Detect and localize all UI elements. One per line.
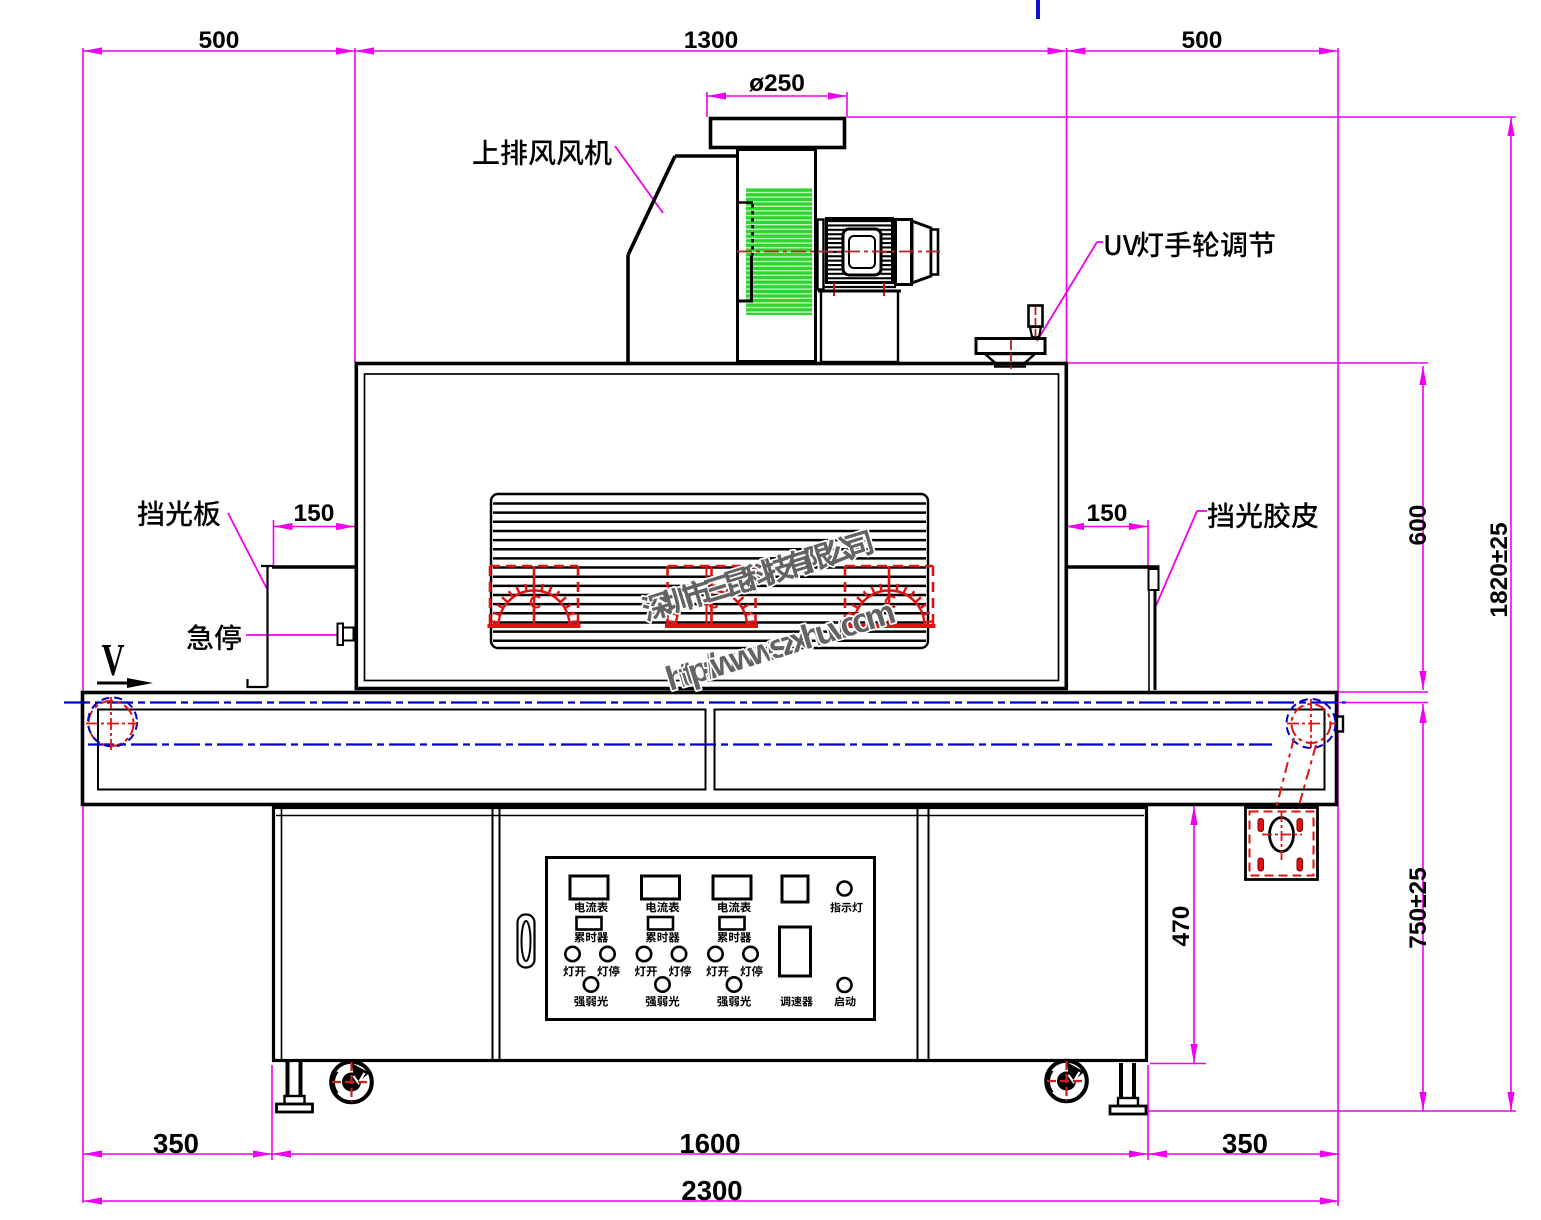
svg-text:1600: 1600: [679, 1128, 740, 1159]
svg-text:150: 150: [1087, 500, 1128, 527]
svg-text:470: 470: [1168, 906, 1195, 947]
svg-text:1300: 1300: [684, 27, 739, 54]
svg-text:750±25: 750±25: [1405, 867, 1432, 949]
svg-text:350: 350: [153, 1128, 199, 1159]
svg-text:1820±25: 1820±25: [1486, 522, 1513, 617]
svg-text:ø250: ø250: [749, 70, 805, 97]
svg-text:350: 350: [1222, 1128, 1268, 1159]
svg-text:600: 600: [1405, 505, 1432, 546]
svg-text:500: 500: [1182, 27, 1223, 54]
svg-text:V: V: [102, 634, 125, 685]
svg-text:150: 150: [294, 500, 335, 527]
svg-text:2300: 2300: [681, 1175, 742, 1206]
svg-text:500: 500: [199, 27, 240, 54]
